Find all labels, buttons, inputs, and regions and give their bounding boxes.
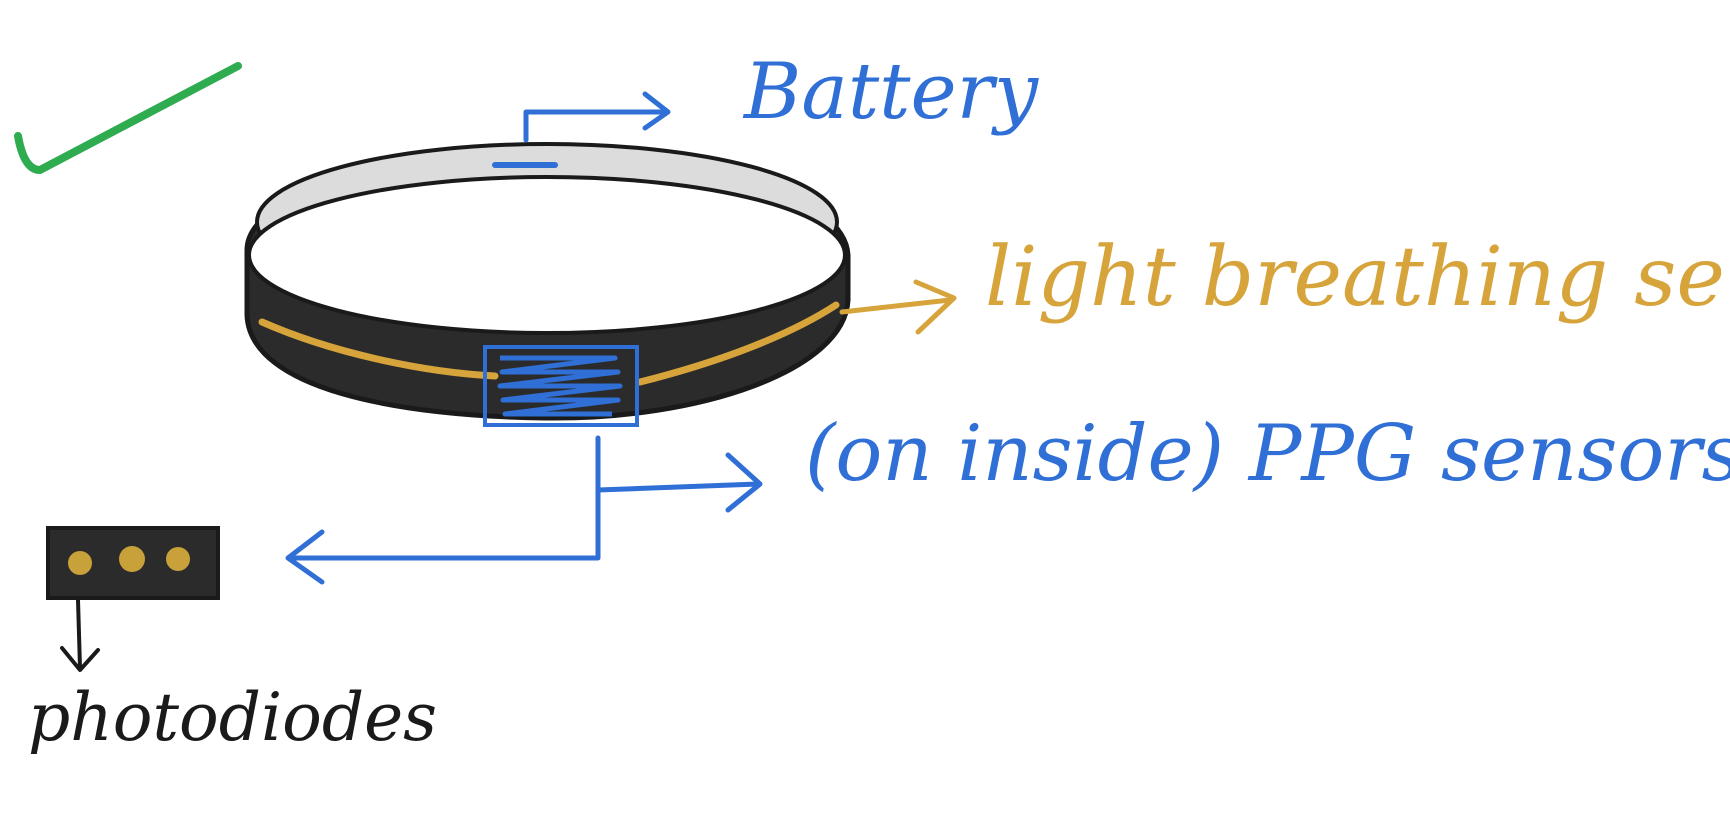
breathing-sensor-arrow bbox=[839, 279, 957, 335]
breathing-sensor-stripe bbox=[258, 318, 499, 380]
ppg-sensor-label: (on inside) PPG sensors bbox=[805, 409, 1730, 499]
photodiode-dot-1 bbox=[68, 551, 92, 575]
photodiodes-arrow bbox=[60, 598, 100, 672]
breathing-sensor-stripe-right bbox=[636, 301, 840, 386]
ppg-sensor-scribble bbox=[497, 355, 623, 417]
photodiode-dot-2 bbox=[119, 546, 145, 572]
photodiodes-label: photodiodes bbox=[28, 679, 437, 756]
battery-label: Battery bbox=[742, 47, 1039, 137]
breathing-sensor-label: light breathing sensi bbox=[985, 230, 1730, 325]
battery-arrow bbox=[523, 91, 671, 143]
ppg-sensor-block bbox=[483, 345, 639, 427]
photodiode-pointer-arrow bbox=[285, 487, 601, 585]
ppg-sensor-arrow bbox=[595, 435, 763, 513]
checkmark-icon bbox=[14, 62, 242, 174]
band-opening bbox=[247, 175, 847, 335]
photodiode-dot-3 bbox=[166, 547, 190, 571]
